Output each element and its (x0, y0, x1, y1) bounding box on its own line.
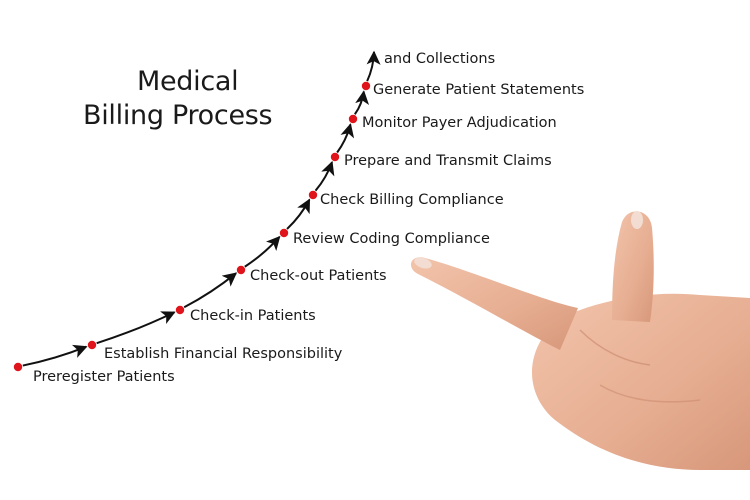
step-dot (361, 81, 371, 91)
step-dot (308, 190, 318, 200)
index-nail (414, 257, 432, 269)
diagram-title-line-2: Billing Process (83, 100, 273, 131)
pointing-hand-icon (410, 211, 750, 470)
thumb-nail (631, 211, 643, 229)
hand-palm (531, 293, 750, 470)
hand-index-finger (410, 257, 578, 350)
step-label: Check-out Patients (250, 268, 387, 284)
step-dot (175, 305, 185, 315)
step-arrow (183, 272, 238, 309)
step-arrow (314, 160, 335, 192)
step-label: Preregister Patients (33, 369, 175, 385)
step-label: Establish Financial Responsibility (104, 346, 343, 362)
step-label: and Collections (384, 51, 495, 67)
step-dot (348, 114, 358, 124)
step-dot (13, 362, 23, 372)
hand-thumb (612, 211, 654, 322)
step-dot (236, 265, 246, 275)
step-arrow (354, 90, 370, 115)
step-label: Generate Patient Statements (373, 82, 584, 98)
step-arrow (336, 123, 355, 154)
step-label: Monitor Payer Adjudication (362, 115, 557, 131)
step-arrow (22, 344, 88, 367)
step-arrow (244, 235, 281, 268)
step-dot (330, 152, 340, 162)
step-dot (279, 228, 289, 238)
step-label: Check Billing Compliance (320, 192, 504, 208)
diagram-title-line-1: Medical (137, 66, 239, 97)
step-dot (87, 340, 97, 350)
step-arrow (366, 50, 381, 82)
step-label: Prepare and Transmit Claims (344, 153, 552, 169)
step-arrow (96, 311, 176, 345)
step-label: Review Coding Compliance (293, 231, 490, 247)
step-label: Check-in Patients (190, 308, 316, 324)
step-arrow (286, 198, 311, 230)
